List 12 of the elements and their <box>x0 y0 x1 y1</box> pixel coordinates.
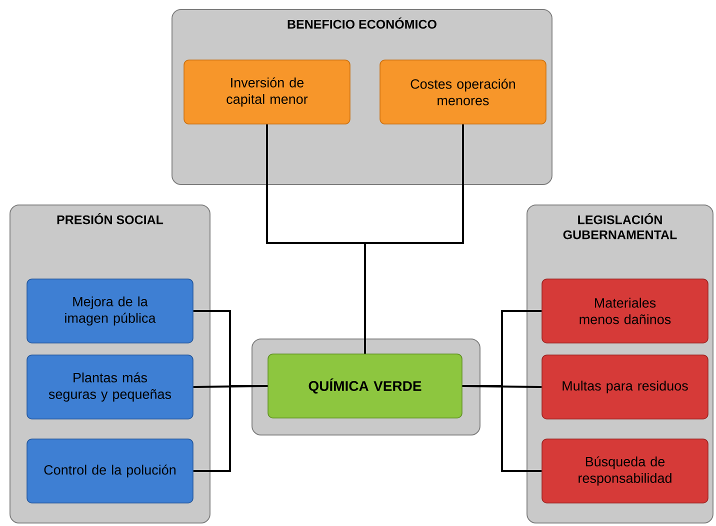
factor-box: Control de la polución <box>26 438 194 504</box>
factor-box: Costes operación menores <box>380 60 546 124</box>
factor-box: Mejora de la imagen pública <box>26 278 194 344</box>
connector-line <box>193 385 268 472</box>
central-box: QUÍMICA VERDE <box>252 338 480 436</box>
connector-line <box>364 124 464 354</box>
factor-box: Búsqueda de responsabilidad <box>542 438 708 504</box>
factor-box: Materiales menos dañinos <box>542 278 708 344</box>
factor-box: Multas para residuos <box>542 354 708 420</box>
connector-line <box>462 385 542 472</box>
factor-box: Inversión de capital menor <box>184 60 350 124</box>
factor-box: Plantas más seguras y pequeñas <box>26 354 194 420</box>
